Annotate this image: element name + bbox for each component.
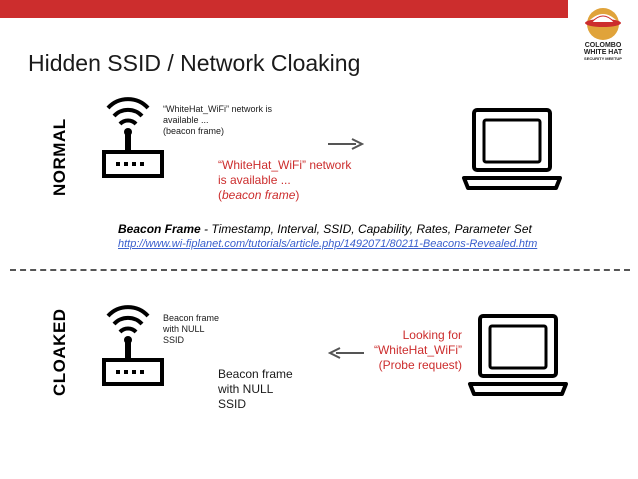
paren-italic: beacon frame xyxy=(222,188,296,202)
router-icon-cloaked xyxy=(102,305,164,386)
normal-router-note-line: “WhiteHat_WiFi” network is xyxy=(163,104,273,114)
beacon-reference-link[interactable]: http://www.wi-fiplanet.com/tutorials/art… xyxy=(118,238,538,250)
arrow-left-icon xyxy=(328,347,364,359)
logo-line-2: WHITE HAT xyxy=(583,49,623,56)
cloaked-router-note: Beacon frame with NULL SSID xyxy=(163,313,219,346)
probe-line: Looking for xyxy=(402,328,462,342)
arrow-right-icon xyxy=(328,138,364,150)
normal-label: NORMAL xyxy=(50,118,69,196)
top-accent-bar xyxy=(0,0,638,18)
hat-icon xyxy=(585,8,621,40)
laptop-icon-cloaked xyxy=(468,314,568,396)
cloaked-router-note-line: SSID xyxy=(163,335,185,345)
cloaked-caption-line: with NULL xyxy=(218,382,274,396)
colombo-white-hat-logo: COLOMBO WHITE HAT SECURITY MEETUP xyxy=(568,0,638,78)
probe-request-message: Looking for “WhiteHat_WiFi” (Probe reque… xyxy=(340,328,462,373)
cloaked-caption-line: SSID xyxy=(218,397,247,411)
laptop-icon-normal xyxy=(462,108,562,190)
beacon-frame-description: Beacon Frame - Timestamp, Interval, SSID… xyxy=(118,222,532,236)
cloaked-label: CLOAKED xyxy=(50,308,69,396)
beacon-frame-title: Beacon Frame xyxy=(118,222,201,236)
normal-router-note: “WhiteHat_WiFi” network is available ...… xyxy=(163,104,272,137)
cloaked-caption-line: Beacon frame xyxy=(218,367,293,381)
slide-title: Hidden SSID / Network Cloaking xyxy=(28,50,361,76)
probe-line: “WhiteHat_WiFi” xyxy=(373,343,462,357)
beacon-frame-details: - Timestamp, Interval, SSID, Capability,… xyxy=(200,222,532,236)
normal-broadcast-message: “WhiteHat_WiFi” network is available ...… xyxy=(218,158,351,203)
normal-broadcast-paren: (beacon frame) xyxy=(218,188,351,203)
normal-router-note-line: available ... xyxy=(163,115,209,125)
normal-broadcast-line: “WhiteHat_WiFi” network xyxy=(218,158,352,172)
router-icon-normal xyxy=(102,97,164,178)
logo-line-3: SECURITY MEETUP xyxy=(584,56,622,61)
normal-router-note-line: (beacon frame) xyxy=(163,126,225,136)
cloaked-router-note-line: with NULL xyxy=(163,324,205,334)
logo-line-1: COLOMBO xyxy=(584,42,622,49)
paren-close: ) xyxy=(295,188,300,202)
cloaked-router-caption: Beacon frame with NULL SSID xyxy=(218,367,293,412)
paren-open: ( xyxy=(218,188,222,202)
section-divider xyxy=(10,269,630,271)
normal-broadcast-line: is available ... xyxy=(218,173,291,187)
probe-line: (Probe request) xyxy=(378,358,462,372)
cloaked-router-note-line: Beacon frame xyxy=(163,313,220,323)
